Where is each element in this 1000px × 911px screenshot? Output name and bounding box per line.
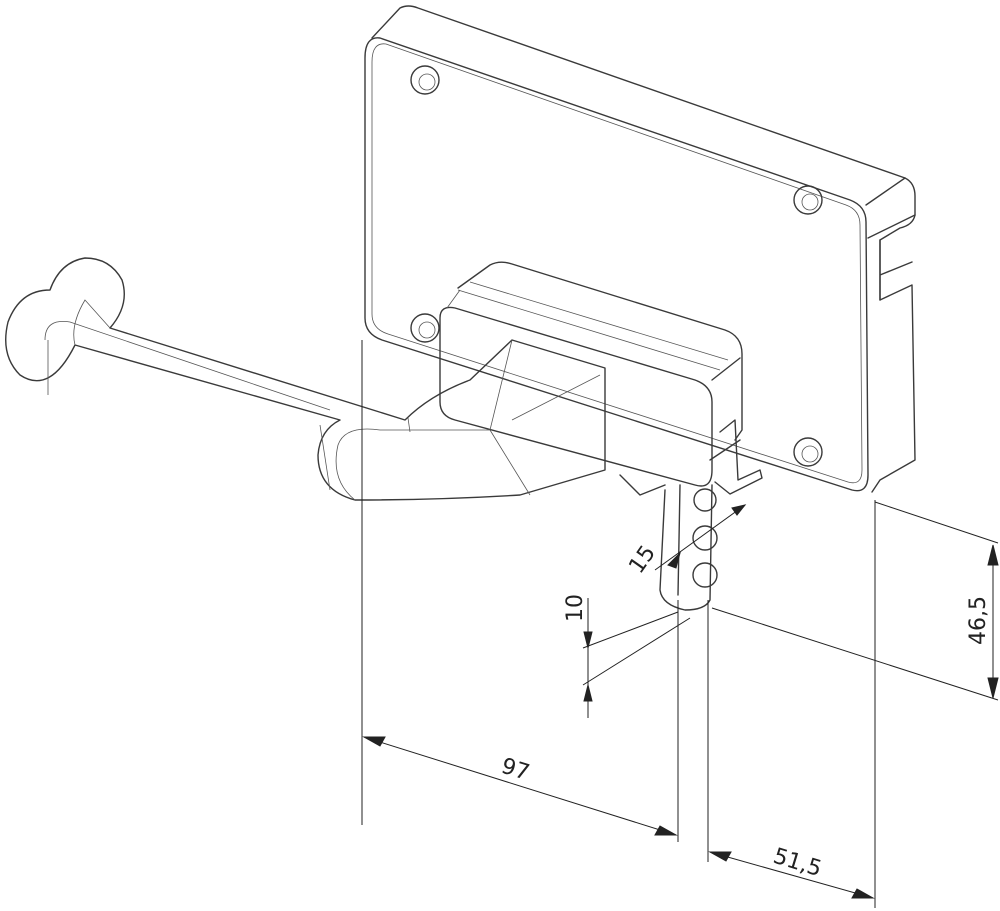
dim-height: 46,5 (966, 596, 991, 645)
dimension-lines (361, 340, 999, 908)
dim-tab-offset: 10 (563, 594, 588, 622)
rosette-housing (439, 261, 743, 496)
lever-handle (5, 257, 606, 501)
dim-tab-width: 15 (624, 541, 661, 578)
mounting-plate (364, 5, 916, 493)
latch-tab (659, 419, 763, 611)
